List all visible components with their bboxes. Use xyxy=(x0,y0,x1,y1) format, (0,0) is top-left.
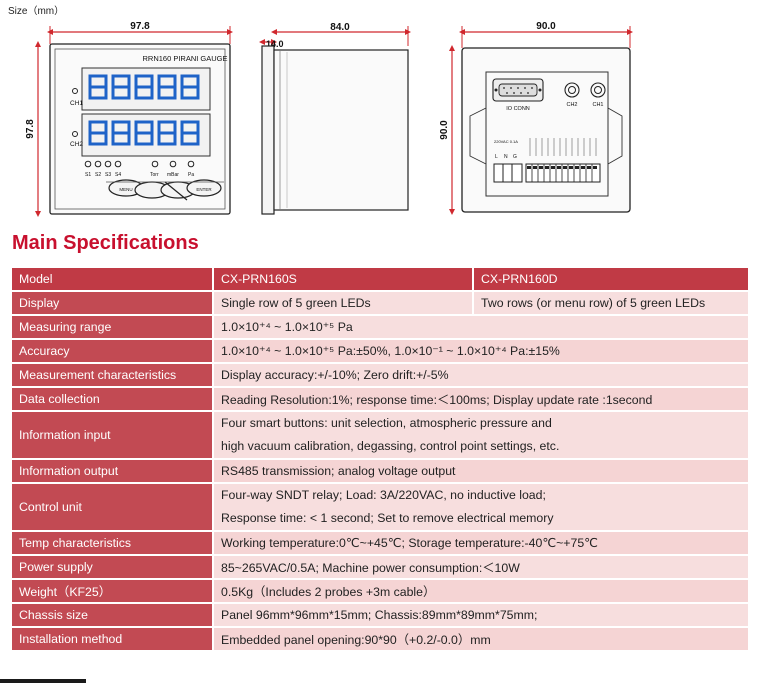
row-label: Information output xyxy=(12,460,214,482)
header-model-d: CX-PRN160D xyxy=(474,268,748,290)
io-conn-label: IO CONN xyxy=(506,106,530,112)
table-row: Chassis size Panel 96mm*96mm*15mm; Chass… xyxy=(12,604,748,626)
table-row: Control unit Four-way SNDT relay; Load: … xyxy=(12,484,748,530)
table-row: Measurement characteristics Display accu… xyxy=(12,364,748,386)
row-value: 1.0×10⁺⁴ ~ 1.0×10⁺⁵ Pa xyxy=(214,316,748,338)
led-row-2 xyxy=(88,120,200,146)
row-label: Chassis size xyxy=(12,604,214,626)
table-row: Accuracy 1.0×10⁺⁴ ~ 1.0×10⁺⁵ Pa:±50%, 1.… xyxy=(12,340,748,362)
ch2-label: CH2 xyxy=(70,141,83,148)
menu-button-label: MENU xyxy=(119,187,132,192)
indicator-s2: S2 xyxy=(95,172,101,178)
table-row: Information input Four smart buttons: un… xyxy=(12,412,748,458)
table-row: Display Single row of 5 green LEDs Two r… xyxy=(12,292,748,314)
section-title: Main Specifications xyxy=(12,232,199,254)
unit-torr: Torr xyxy=(150,172,159,178)
row-value-line: Response time: < 1 second; Set to remove… xyxy=(221,511,554,525)
back-ch2-label: CH2 xyxy=(566,102,577,108)
depth-dim: 84.0 xyxy=(330,22,350,33)
row-label: Information input xyxy=(12,412,214,458)
table-row: Data collection Reading Resolution:1%; r… xyxy=(12,388,748,410)
back-height-dim: 90.0 xyxy=(439,120,450,140)
front-height-dim: 97.8 xyxy=(25,119,36,139)
panel-title: RRN160 PIRANI GAUGE xyxy=(142,54,227,63)
row-label: Control unit xyxy=(12,484,214,530)
indicator-s4: S4 xyxy=(115,172,121,178)
back-width-dim: 90.0 xyxy=(536,21,556,32)
spec-table: Model CX-PRN160S CX-PRN160D Display Sing… xyxy=(12,266,748,652)
flange-dim: 14.0 xyxy=(266,39,284,49)
row-value: Four smart buttons: unit selection, atmo… xyxy=(214,412,748,458)
row-label: Measurement characteristics xyxy=(12,364,214,386)
row-value: 1.0×10⁺⁴ ~ 1.0×10⁺⁵ Pa:±50%, 1.0×10⁻¹ ~ … xyxy=(214,340,748,362)
row-value: Working temperature:0℃~+45℃; Storage tem… xyxy=(214,532,748,554)
table-row: Measuring range 1.0×10⁺⁴ ~ 1.0×10⁺⁵ Pa xyxy=(12,316,748,338)
back-ch1-label: CH1 xyxy=(592,102,603,108)
row-label: Power supply xyxy=(12,556,214,578)
terminal-l: L xyxy=(495,154,498,160)
row-value-line: high vacuum calibration, degassing, cont… xyxy=(221,439,560,453)
row-value-line: Four smart buttons: unit selection, atmo… xyxy=(221,416,552,430)
row-label: Weight（KF25） xyxy=(12,580,214,602)
table-header-row: Model CX-PRN160S CX-PRN160D xyxy=(12,268,748,290)
indicator-s1: S1 xyxy=(85,172,91,178)
front-width-dim: 97.8 xyxy=(130,21,150,32)
row-value: Panel 96mm*96mm*15mm; Chassis:89mm*89mm*… xyxy=(214,604,748,626)
table-row: Installation method Embedded panel openi… xyxy=(12,628,748,650)
unit-pa: Pa xyxy=(188,172,194,178)
row-value: Two rows (or menu row) of 5 green LEDs xyxy=(474,292,748,314)
power-label: 220VAC 0.1A xyxy=(494,139,518,144)
row-value: Reading Resolution:1%; response time:＜10… xyxy=(214,388,748,410)
table-row: Power supply 85~265VAC/0.5A; Machine pow… xyxy=(12,556,748,578)
unit-mbar: mBar xyxy=(167,172,179,178)
row-label: Data collection xyxy=(12,388,214,410)
table-row: Temp characteristics Working temperature… xyxy=(12,532,748,554)
row-value: 0.5Kg（Includes 2 probes +3m cable） xyxy=(214,580,748,602)
side-view: 14.0 84.0 xyxy=(259,22,411,215)
back-view: 90.0 90.0 IO CONN CH2 CH1 220VAC 0.1A L … xyxy=(439,21,633,215)
row-label: Accuracy xyxy=(12,340,214,362)
terminal-g: G xyxy=(513,154,517,160)
table-row: Information output RS485 transmission; a… xyxy=(12,460,748,482)
row-value: Embedded panel opening:90*90（+0.2/-0.0）m… xyxy=(214,628,748,650)
row-value: 85~265VAC/0.5A; Machine power consumptio… xyxy=(214,556,748,578)
table-row: Weight（KF25） 0.5Kg（Includes 2 probes +3m… xyxy=(12,580,748,602)
row-label: Installation method xyxy=(12,628,214,650)
row-value-line: Four-way SNDT relay; Load: 3A/220VAC, no… xyxy=(221,488,546,502)
row-value: Single row of 5 green LEDs xyxy=(214,292,474,314)
row-value: Display accuracy:+/-10%; Zero drift:+/-5… xyxy=(214,364,748,386)
terminal-n: N xyxy=(504,154,508,160)
row-label: Display xyxy=(12,292,214,314)
enter-button-label: ENTER xyxy=(196,187,212,192)
size-label: Size（mm） xyxy=(8,6,65,17)
row-value: RS485 transmission; analog voltage outpu… xyxy=(214,460,748,482)
dimension-drawing: 97.8 97.8 RRN160 PIRANI GAUGE CH1 CH2 xyxy=(25,21,633,217)
led-row-1 xyxy=(88,74,200,100)
indicator-s3: S3 xyxy=(105,172,111,178)
bottom-edge-mark xyxy=(0,679,86,683)
header-label: Model xyxy=(12,268,214,290)
row-label: Temp characteristics xyxy=(12,532,214,554)
header-model-s: CX-PRN160S xyxy=(214,268,474,290)
front-view: 97.8 97.8 RRN160 PIRANI GAUGE CH1 CH2 xyxy=(25,21,233,217)
row-label: Measuring range xyxy=(12,316,214,338)
row-value: Four-way SNDT relay; Load: 3A/220VAC, no… xyxy=(214,484,748,530)
ch1-label: CH1 xyxy=(70,100,83,107)
